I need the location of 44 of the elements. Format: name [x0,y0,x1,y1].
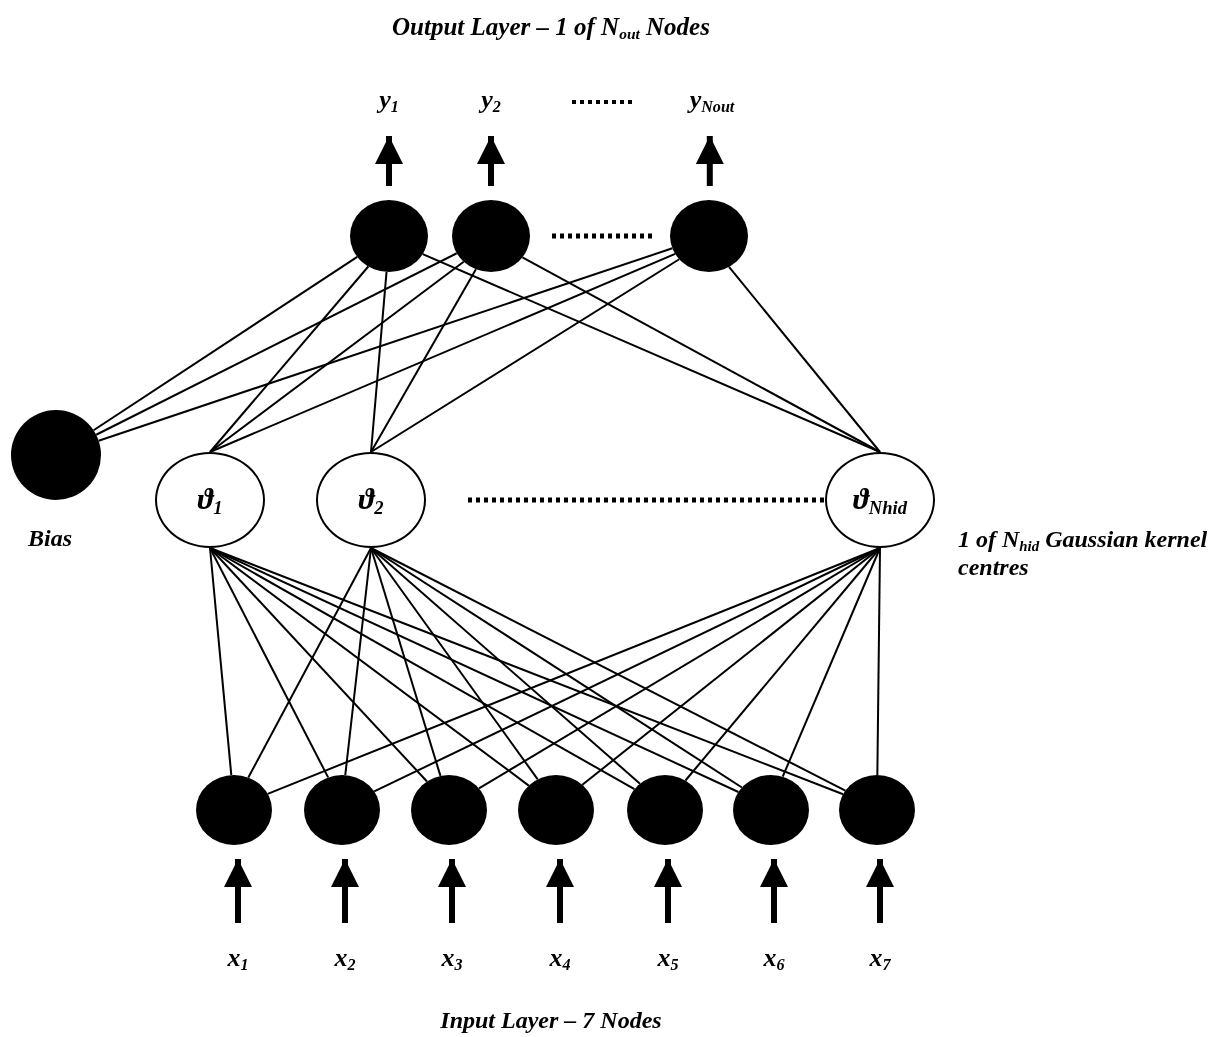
arrow [375,136,403,186]
layer-note: 1 of N$_{hid}$ Gaussian kernel centres [958,526,1209,581]
input-label: x$_{3}$ [430,941,474,975]
neuron-circle [452,200,530,272]
connection-line [521,256,881,453]
connection-line [370,270,388,453]
neuron-circle [350,200,428,272]
connection-line [209,547,330,779]
layer-title: Input Layer – 7 Nodes [440,1008,662,1032]
connection-line [370,547,442,777]
neuron-circle [733,775,809,845]
connection-line [344,547,372,777]
connection-line [92,255,359,432]
connection-line [876,547,881,776]
input-label: x$_{1}$ [216,941,260,975]
connection-line [209,265,370,453]
kernel-label: ϑ$_{2}$ [358,481,384,519]
output-label: y$_{1}$ [359,82,419,118]
output-label: y$_{Nout}$ [668,82,756,118]
connection-line [97,247,674,442]
layer-title: Output Layer – 1 of N$_{out}$ Nodes [392,13,710,41]
arrow [477,136,505,186]
input-label: x$_{5}$ [646,941,690,975]
neuron-circle [304,775,380,845]
neuron-circle [518,775,594,845]
kernel-label: ϑ$_{1}$ [197,481,223,519]
connection-line [209,260,465,453]
connection-line [247,547,372,779]
input-label: x$_{2}$ [323,941,367,975]
kernel-label: ϑ$_{Nhid}$ [852,481,908,519]
output-label: y$_{2}$ [461,82,521,118]
connection-line [209,252,677,453]
connection-line [370,547,539,781]
input-label: x$_{7}$ [858,941,902,975]
connection-line [95,252,458,436]
connection-line [728,265,881,453]
input-label: x$_{6}$ [752,941,796,975]
neuron-circle [627,775,703,845]
connection-line [370,547,743,789]
input-label: x$_{4}$ [538,941,582,975]
node-caption: Bias [28,526,72,550]
connection-line [370,258,681,453]
connection-line [370,268,477,453]
connection-line [209,547,233,777]
